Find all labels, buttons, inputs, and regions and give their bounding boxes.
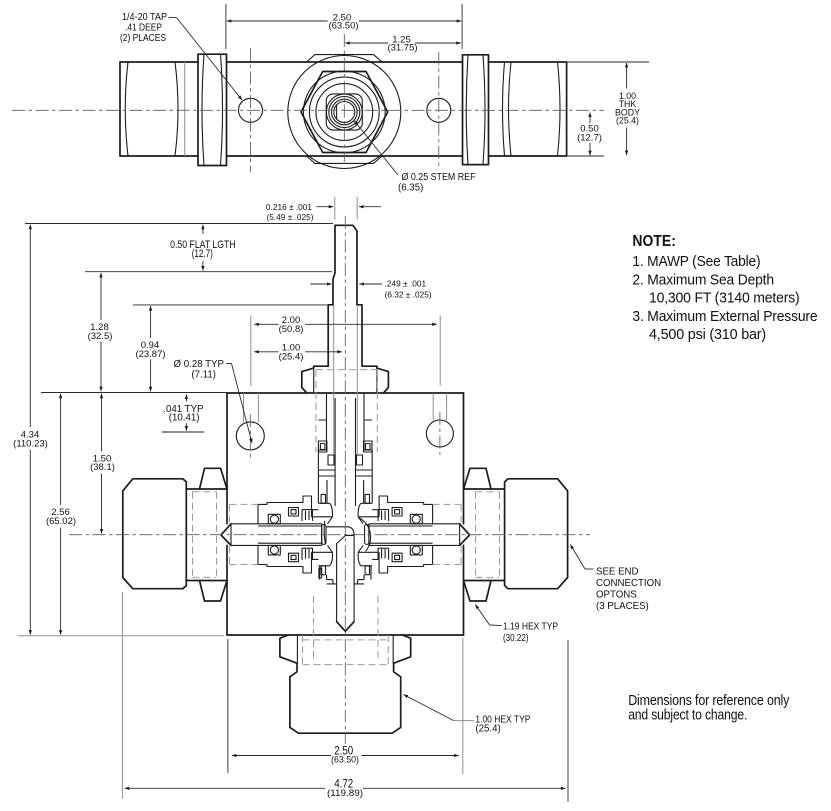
svg-text:0.94: 0.94 [141,340,160,351]
svg-text:0.50: 0.50 [580,124,599,135]
svg-text:1.00: 1.00 [282,342,301,353]
svg-text:(7.11): (7.11) [191,370,216,381]
svg-text:.41 DEEP: .41 DEEP [125,23,162,34]
svg-text:(65.02): (65.02) [46,516,76,527]
svg-text:(31.75): (31.75) [387,43,417,54]
svg-text:BODY: BODY [615,107,640,117]
svg-text:.041 TYP: .041 TYP [163,404,203,415]
svg-text:1. MAWP (See Table): 1. MAWP (See Table) [632,253,760,270]
svg-text:0.216 ± .001: 0.216 ± .001 [266,202,312,212]
svg-text:2. Maximum Sea Depth: 2. Maximum Sea Depth [632,271,774,288]
svg-text:THK: THK [619,99,637,109]
svg-text:(38.1): (38.1) [90,462,115,473]
svg-text:(25.4): (25.4) [616,116,639,126]
svg-text:(110.23): (110.23) [13,438,48,449]
svg-text:(12.7): (12.7) [577,133,602,144]
svg-text:(3 PLACES): (3 PLACES) [596,601,649,612]
svg-text:(32.5): (32.5) [88,331,113,342]
svg-text:1.19 HEX TYP: 1.19 HEX TYP [503,622,558,633]
svg-text:1/4-20 TAP: 1/4-20 TAP [122,12,167,23]
svg-text:0.50 FLAT LGTH: 0.50 FLAT LGTH [170,239,236,251]
svg-text:3. Maximum External Pressure: 3. Maximum External Pressure [632,308,817,325]
svg-text:4,500 psi (310 bar): 4,500 psi (310 bar) [649,326,766,343]
svg-text:Ø 0.25 STEM REF: Ø 0.25 STEM REF [402,172,476,183]
svg-text:(25.4): (25.4) [475,724,500,735]
svg-text:10,300 FT (3140 meters): 10,300 FT (3140 meters) [649,290,800,307]
svg-text:(10.41): (10.41) [169,413,200,424]
svg-text:2.56: 2.56 [51,507,70,518]
svg-text:2.50: 2.50 [334,744,353,758]
svg-text:(23.87): (23.87) [135,349,165,360]
svg-text:and subject to change.: and subject to change. [628,707,747,724]
svg-text:SEE END: SEE END [596,567,639,578]
svg-text:(2) PLACES: (2) PLACES [120,33,166,44]
svg-text:(6.32 ± .025): (6.32 ± .025) [385,290,432,300]
svg-text:(6.35): (6.35) [398,183,423,194]
svg-text:Ø 0.28 TYP: Ø 0.28 TYP [174,359,224,370]
svg-text:Dimensions for reference only: Dimensions for reference only [628,692,790,709]
svg-text:2.50: 2.50 [333,13,352,24]
svg-text:4.34: 4.34 [21,430,40,441]
svg-text:NOTE:: NOTE: [632,233,676,250]
svg-text:OPTONS: OPTONS [596,590,637,601]
svg-text:(12.7): (12.7) [192,248,213,260]
svg-text:1.28: 1.28 [90,322,109,333]
svg-text:(25.4): (25.4) [279,351,304,362]
svg-text:(50.8): (50.8) [279,324,304,335]
svg-text:1.50: 1.50 [93,454,112,465]
svg-text:(63.50): (63.50) [328,21,358,32]
svg-text:2.00: 2.00 [282,315,301,326]
svg-text:(30.22): (30.22) [503,633,529,644]
svg-text:CONNECTION: CONNECTION [596,578,661,589]
svg-text:(63.50): (63.50) [331,754,359,764]
svg-text:1.00 HEX TYP: 1.00 HEX TYP [475,714,530,725]
svg-text:(5.49 ± .025): (5.49 ± .025) [267,212,314,222]
svg-text:4.72: 4.72 [334,777,353,791]
svg-text:1.00: 1.00 [619,91,636,101]
svg-text:1.25: 1.25 [392,35,411,46]
svg-text:(119.89): (119.89) [327,788,363,798]
svg-text:.249 ± .001: .249 ± .001 [385,279,427,289]
